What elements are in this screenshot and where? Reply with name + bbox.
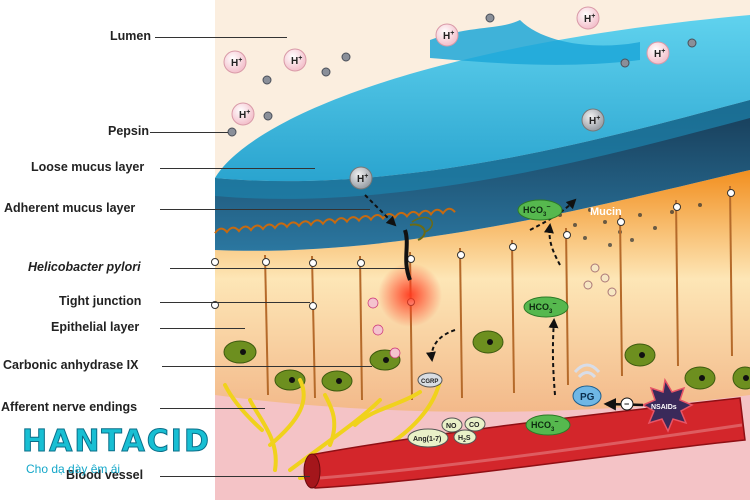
leader-h-pylori (170, 268, 405, 269)
h-ion-label: H+ (654, 48, 665, 60)
minus-sign: − (624, 399, 629, 409)
nsaids-label: NSAIDs (651, 404, 677, 411)
transport-arrows (364, 194, 577, 396)
leader-carbonic-anhydrase (162, 366, 372, 367)
leader-epithelial (160, 328, 245, 329)
label-carbonic-anhydrase: Carbonic anhydrase IX (3, 358, 139, 372)
label-lumen: Lumen (110, 29, 151, 43)
epithelial-layer (215, 170, 750, 412)
h2s-label: H2S (458, 435, 471, 444)
label-afferent-nerve: Afferent nerve endings (1, 400, 138, 414)
label-tight-junction: Tight junction (59, 294, 142, 308)
label-epithelial: Epithelial layer (51, 320, 140, 334)
pg-badge (572, 363, 602, 407)
h-ion-label: H+ (357, 173, 368, 185)
hco3-label: HCO3− (523, 204, 550, 218)
h-pylori-glow (378, 263, 442, 327)
label-blood-vessel: Blood vessel (66, 468, 144, 482)
h-ion-label: H+ (584, 13, 595, 25)
leader-loose-mucus (160, 168, 315, 169)
hco3-label: HCO3− (529, 301, 556, 315)
label-loose-mucus: Loose mucus layer (31, 160, 145, 174)
label-pepsin: Pepsin (108, 124, 149, 138)
brand-slogan: Cho dạ dày êm ái (26, 462, 121, 476)
leader-tight-junction (160, 302, 310, 303)
cgrp-label: CGRP (421, 379, 438, 385)
microvilli (214, 207, 456, 234)
leader-blood-vessel (160, 476, 310, 477)
pg-label: PG (580, 392, 595, 403)
inhibition-minus-circle (620, 397, 634, 411)
leader-adherent-mucus (160, 209, 370, 210)
mucin-label: Mucin (590, 206, 622, 218)
label-adherent-mucus: Adherent mucus layer (4, 201, 136, 215)
epithelial-ions (367, 297, 401, 359)
mucin-vesicles (583, 263, 617, 297)
label-h-pylori: Helicobacter pylori (28, 260, 141, 274)
hco3-label: HCO3− (531, 419, 558, 433)
no-label: NO (446, 423, 457, 430)
leader-pepsin (150, 132, 228, 133)
h-ion-label: H+ (443, 30, 454, 42)
vessel-mediators (407, 372, 486, 448)
leader-lumen (155, 37, 287, 38)
leader-afferent-nerve (160, 408, 265, 409)
h-ion-label: H+ (291, 55, 302, 67)
h-pylori-bacterium (403, 216, 433, 281)
pepsin-molecules (227, 13, 697, 137)
brand-logo: HANTACID (22, 424, 211, 460)
mucin-speckles (558, 203, 702, 247)
h-ion-label: H+ (231, 57, 242, 69)
h-ion-label: H+ (239, 109, 250, 121)
co-label: CO (469, 422, 480, 429)
ang-label: Ang(1-7) (413, 436, 441, 443)
nsaids-starburst (641, 377, 694, 433)
hco3-badges (517, 199, 571, 436)
hydrogen-ions (223, 6, 670, 190)
h-ion-label: H+ (589, 115, 600, 127)
